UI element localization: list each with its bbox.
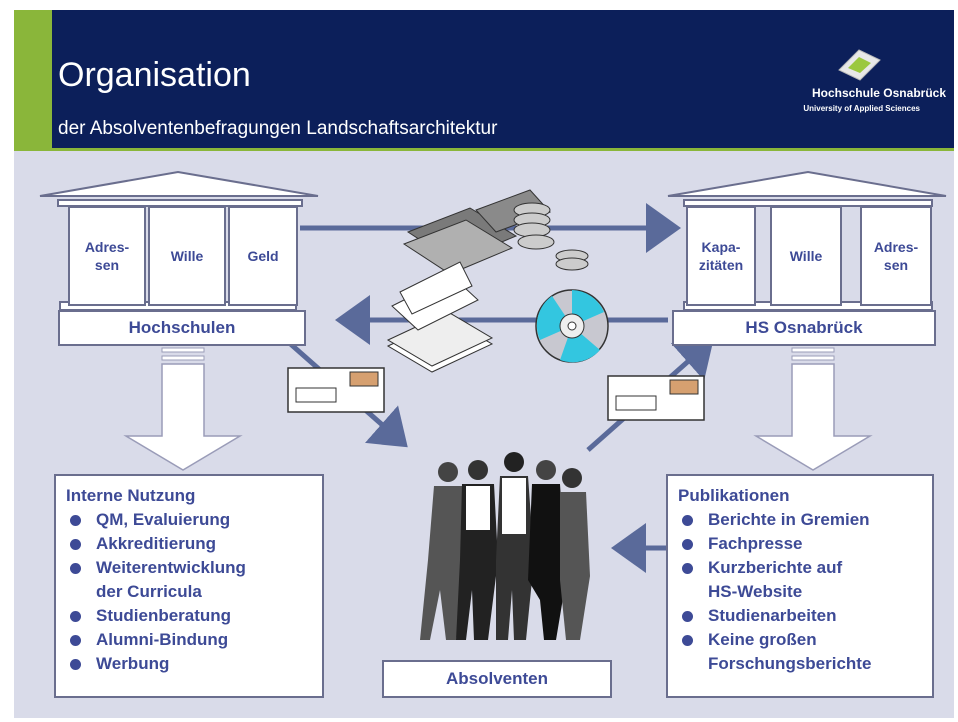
internal-use-list: QM, Evaluierung Akkreditierung Weiterent… xyxy=(56,508,322,676)
paper-stack-icon xyxy=(386,261,494,373)
envelope-icon-right xyxy=(607,375,705,421)
left-column-2: Wille xyxy=(148,206,226,306)
list-item: Fachpresse xyxy=(678,532,932,556)
list-item: Werbung xyxy=(66,652,322,676)
logo-icon xyxy=(838,49,881,81)
label-hs-osnabrueck: HS Osnabrück xyxy=(672,310,936,346)
list-item: Keine großen Forschungsberichte xyxy=(678,628,932,676)
header-divider xyxy=(14,148,954,151)
list-item: Weiterentwicklung der Curricula xyxy=(66,556,322,604)
right-column-2: Wille xyxy=(770,206,842,306)
header: Organisation der Absolventenbefragungen … xyxy=(14,10,954,150)
label-hochschulen: Hochschulen xyxy=(58,310,306,346)
right-column-3: Adres- sen xyxy=(860,206,932,306)
left-column-1: Adres- sen xyxy=(68,206,146,306)
money-icon xyxy=(402,189,589,275)
list-item: Studienarbeiten xyxy=(678,604,932,628)
internal-use-title: Interne Nutzung xyxy=(66,486,196,505)
list-item: Berichte in Gremien xyxy=(678,508,932,532)
label-absolventen: Absolventen xyxy=(382,660,612,698)
right-building-roof xyxy=(667,170,947,207)
internal-use-box: Interne Nutzung QM, Evaluierung Akkredit… xyxy=(54,474,324,698)
left-building-roof xyxy=(39,170,319,207)
slide-title: Organisation xyxy=(58,56,251,94)
publications-list: Berichte in Gremien Fachpresse Kurzberic… xyxy=(668,508,932,676)
slide-subtitle: der Absolventenbefragungen Landschaftsar… xyxy=(58,118,498,139)
list-item: Kurzberichte auf HS-Website xyxy=(678,556,932,604)
left-column-3: Geld xyxy=(228,206,298,306)
publications-box: Publikationen Berichte in Gremien Fachpr… xyxy=(666,474,934,698)
list-item: QM, Evaluierung xyxy=(66,508,322,532)
down-arrow-right xyxy=(753,347,873,471)
list-item: Alumni-Bindung xyxy=(66,628,322,652)
publications-title: Publikationen xyxy=(678,486,790,505)
cd-icon xyxy=(535,289,609,363)
envelope-icon-left xyxy=(287,367,385,413)
down-arrow-left xyxy=(123,347,243,471)
header-accent-bar xyxy=(14,10,52,150)
list-item: Studienberatung xyxy=(66,604,322,628)
right-column-1: Kapa- zitäten xyxy=(686,206,756,306)
people-icon xyxy=(420,452,590,640)
logo-name: Hochschule Osnabrück xyxy=(811,86,946,100)
logo-subline: University of Applied Sciences xyxy=(803,104,920,113)
list-item: Akkreditierung xyxy=(66,532,322,556)
